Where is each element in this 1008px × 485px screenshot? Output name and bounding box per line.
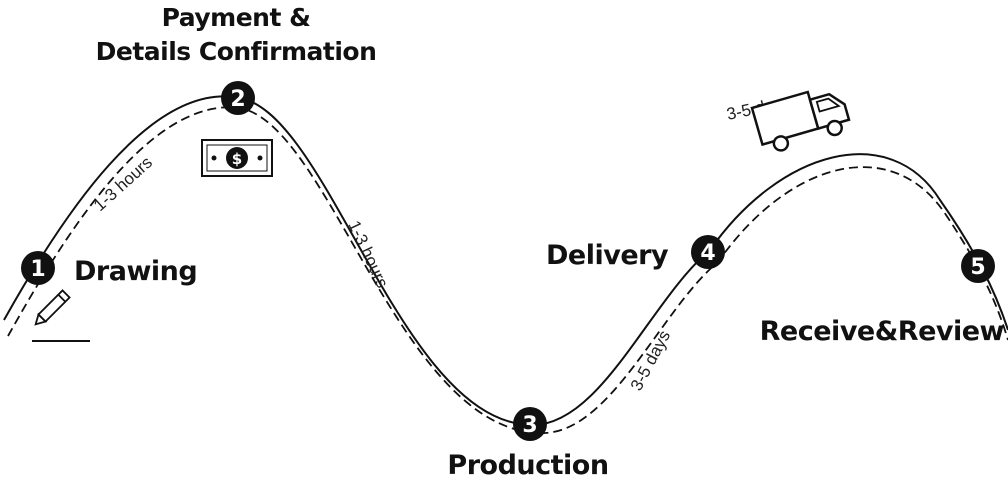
- step-4-label: Delivery: [546, 240, 669, 271]
- duration-drawing-to-payment: 1-3 hours: [90, 153, 156, 215]
- wave-dashed-line: [7, 106, 1008, 434]
- step-2-label-line1: Payment &: [162, 3, 311, 32]
- duration-production-to-delivery: 3-5 days: [627, 327, 674, 393]
- dollar-bill-icon: $: [201, 139, 273, 177]
- step-1-label: Drawing: [74, 256, 197, 287]
- step-5-marker: [961, 249, 995, 283]
- step-4: Delivery 4: [546, 235, 725, 271]
- step-3-marker: [513, 407, 547, 441]
- step-1-number: 1: [30, 257, 45, 282]
- step-4-marker: [691, 235, 725, 269]
- step-3-label: Production: [447, 450, 608, 481]
- step-5-label: Receive&Review: [760, 316, 1004, 347]
- duration-payment-to-production: 1-3 hours: [344, 218, 392, 291]
- step-3: 3 Production: [447, 407, 609, 481]
- step-2-label-line2: Details Confirmation: [96, 37, 377, 66]
- wave-solid-line: [3, 95, 1008, 427]
- step-1-marker: [21, 251, 55, 285]
- step-2-number: 2: [230, 87, 245, 112]
- pencil-icon: [34, 289, 71, 326]
- step-3-number: 3: [522, 413, 537, 438]
- step-4-number: 4: [700, 241, 715, 266]
- svg-text:$: $: [232, 150, 242, 168]
- step-2-marker: [221, 81, 255, 115]
- step-5-number: 5: [970, 255, 985, 280]
- step-2: Payment & Details Confirmation 2 $: [96, 3, 377, 177]
- delivery-truck-icon: [750, 90, 851, 152]
- step-1: 1 Drawing: [21, 251, 198, 342]
- step-5: 5 Receive&Review: [760, 249, 1005, 347]
